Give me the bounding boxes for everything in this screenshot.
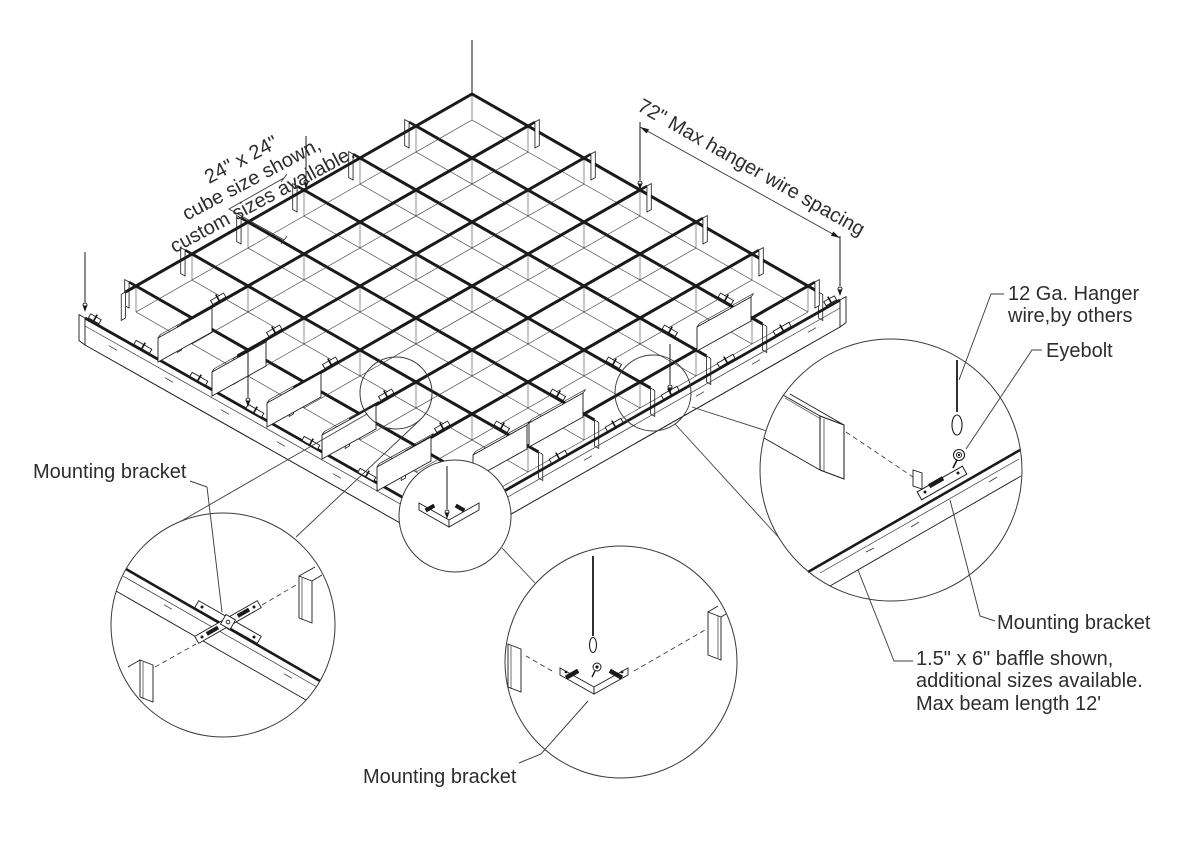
hanger-wire-label: 12 Ga. Hanger wire,by others <box>1008 283 1140 328</box>
mounting-bracket-label-right: Mounting bracket <box>997 612 1151 634</box>
eyebolt-label: Eyebolt <box>1046 340 1113 362</box>
mounting-bracket-label-left: Mounting bracket <box>33 461 187 483</box>
mounting-bracket-label-bottom: Mounting bracket <box>363 766 517 788</box>
baffle-size-note: 1.5" x 6" baffle shown, additional sizes… <box>916 648 1143 715</box>
